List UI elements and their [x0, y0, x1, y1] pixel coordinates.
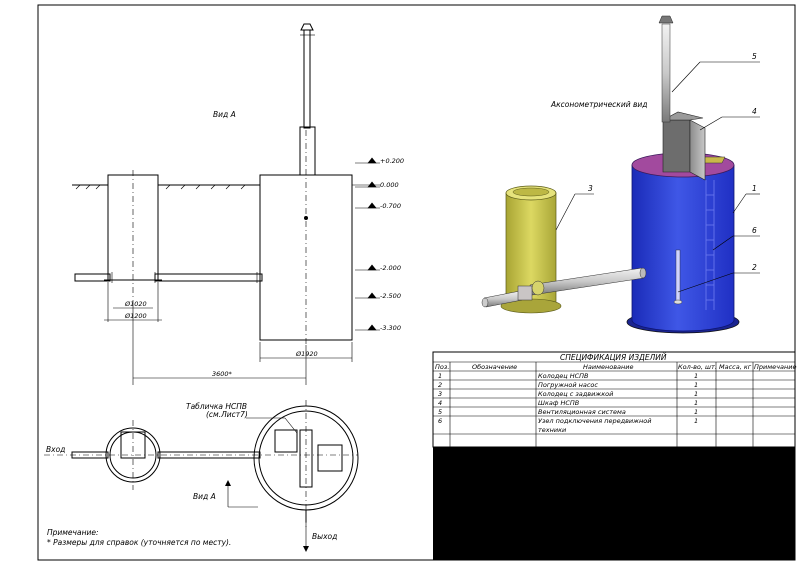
spec-cell-pos: 6 [438, 417, 442, 425]
inlet-pipe-plan [71, 451, 109, 459]
vent-stack-base [299, 126, 316, 176]
nspv-cabinet-3d [662, 119, 691, 173]
spec-cell-qty: 1 [694, 390, 698, 398]
level-marks: +0.200 0.000 -0.700 -2.000 -2.500 -3.300 [355, 157, 404, 332]
dim-d1920: Ø1920 [295, 350, 318, 358]
spec-cell-name: Шкаф НСПВ [538, 399, 580, 407]
view-a-title: Вид А [213, 110, 236, 119]
level-label: -2.500 [380, 292, 401, 300]
connecting-pipe-plan [157, 451, 261, 459]
plan-view: Вход Выход Вид А Табличка НСПВ (см.Лист7… [44, 400, 359, 552]
callout-4: 4 [752, 107, 757, 116]
spec-cell-name: Узел подключения передвижной [538, 417, 651, 425]
spec-header-note: Примечание [754, 363, 796, 371]
spec-cell-qty: 1 [694, 408, 698, 416]
level-label: 0.000 [380, 181, 399, 189]
dim-d1200: Ø1200 [124, 312, 147, 320]
spec-header-pos: Поз. [435, 363, 449, 371]
spec-cell-qty: 1 [694, 399, 698, 407]
spec-cell-qty: 1 [694, 372, 698, 380]
spec-cell-pos: 1 [438, 372, 442, 380]
spec-header-qty: Кол-во, шт. [678, 363, 717, 371]
dim-d1020: Ø1020 [124, 300, 147, 308]
inlet-label: Вход [46, 445, 65, 454]
note-text: * Размеры для справок (уточняется по мес… [47, 538, 231, 547]
spec-cell-name: Колодец НСПВ [538, 372, 589, 380]
plate-ref: (см.Лист7) [206, 410, 248, 419]
spec-header-name: Наименование [583, 363, 634, 371]
spec-cell-qty: 1 [694, 381, 698, 389]
spec-cell-name: Погружной насос [538, 381, 598, 389]
spec-cell-name: Колодец с задвижкой [538, 390, 613, 398]
spec-header-designation: Обозначение [472, 363, 517, 371]
sheet-frame [37, 4, 796, 561]
title-block [433, 447, 795, 560]
note-title: Примечание: [47, 528, 99, 537]
spec-cell-pos: 3 [438, 390, 442, 398]
plate-label: Табличка НСПВ [186, 402, 247, 411]
vent-pipe-3d [661, 23, 671, 123]
axonometric-title: Аксонометрический вид [550, 100, 647, 109]
outlet-label: Выход [312, 532, 337, 541]
level-label: -2.000 [380, 264, 401, 272]
axonometric-view: Аксонометрический вид [481, 15, 760, 334]
view-a-arrow-label: Вид А [193, 492, 216, 501]
level-label: -3.300 [380, 324, 401, 332]
level-label: +0.200 [380, 157, 404, 165]
spec-cell-pos: 4 [438, 399, 442, 407]
dim-span: 3600* [212, 370, 233, 378]
spec-header-mass: Масса, кг [719, 363, 752, 371]
nspv-tank-3d [631, 164, 735, 332]
spec-title: СПЕЦИФИКАЦИЯ ИЗДЕЛИЙ [560, 353, 667, 362]
spec-cell-name: техники [538, 426, 566, 434]
elevation-view: Вид А [72, 23, 404, 385]
spec-cell-qty: 1 [694, 417, 698, 425]
callout-2: 2 [752, 263, 757, 272]
specification-table: СПЕЦИФИКАЦИЯ ИЗДЕЛИЙ Поз. Обозначение На… [432, 351, 796, 448]
callout-5: 5 [752, 52, 757, 61]
callout-3: 3 [588, 184, 593, 193]
spec-cell-name: Вентиляционная система [538, 408, 626, 416]
spec-cell-pos: 5 [438, 408, 442, 416]
vent-pipe [303, 29, 311, 129]
callout-1: 1 [752, 184, 757, 193]
connecting-pipe-elevation [154, 273, 263, 282]
spec-cell-pos: 2 [438, 381, 442, 389]
callout-6: 6 [752, 226, 757, 235]
level-label: -0.700 [380, 202, 401, 210]
inlet-pipe-elevation [74, 273, 111, 282]
